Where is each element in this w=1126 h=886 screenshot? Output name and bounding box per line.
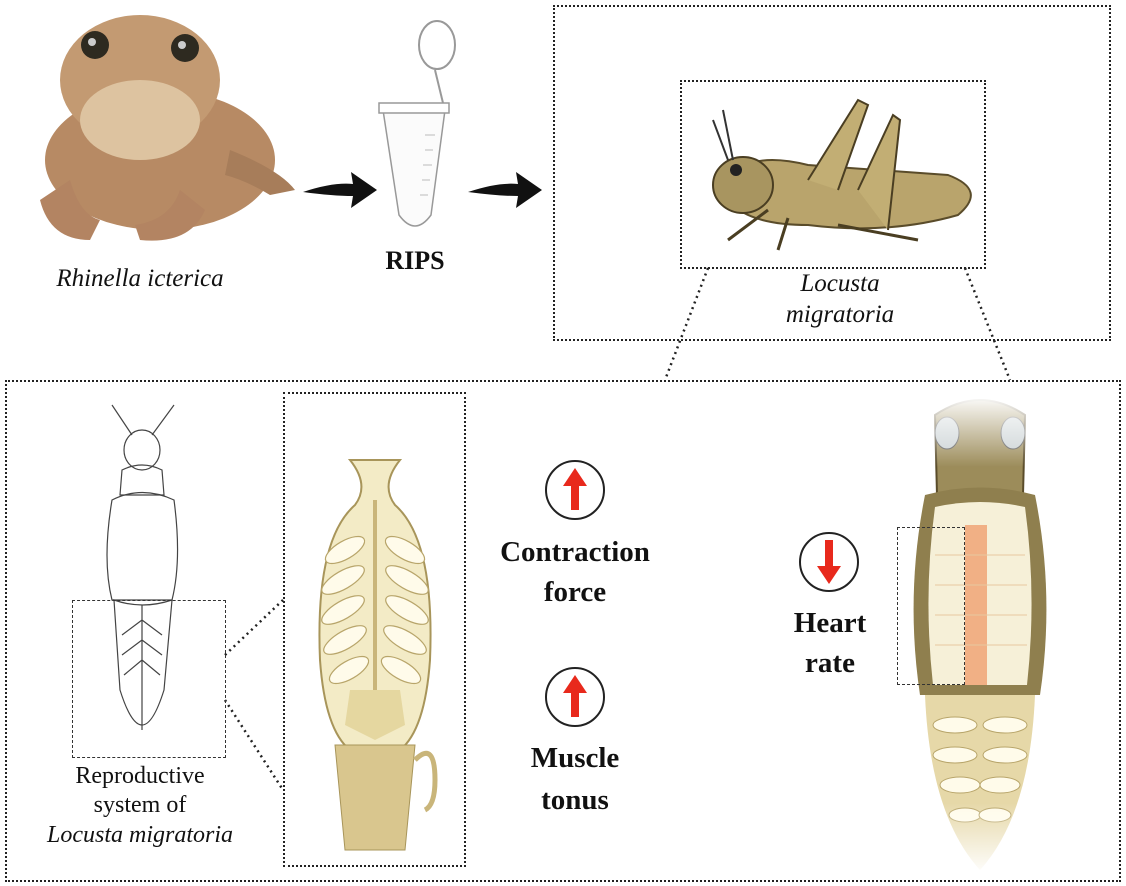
locust-label: Locusta migratoria xyxy=(760,268,920,331)
reproductive-detail-box xyxy=(283,392,466,867)
effect-label-line2: tonus xyxy=(541,784,609,816)
increase-arrow-icon xyxy=(545,667,605,727)
physiology-panel xyxy=(5,380,1121,882)
effect-label-line1: Heart xyxy=(793,607,867,639)
heart-highlight-box xyxy=(897,527,965,685)
toad-label: Rhinella icterica xyxy=(56,265,224,292)
effect-contraction-force: Contraction force xyxy=(470,532,680,612)
locust-illustration xyxy=(712,98,972,251)
effect-label-line1: Contraction xyxy=(500,536,650,568)
flow-arrow-icon xyxy=(303,172,377,208)
toad-illustration xyxy=(40,15,295,241)
increase-arrow-icon xyxy=(545,460,605,520)
locust-panel xyxy=(553,5,1111,341)
flow-arrow-icon xyxy=(468,172,542,208)
reproductive-label-line1: Reproductive xyxy=(75,763,205,789)
reproductive-label-line3: Locusta migratoria xyxy=(46,821,234,848)
effect-muscle-tonus: Muscle tonus xyxy=(470,737,680,821)
locust-outline-illustration xyxy=(106,404,179,730)
decrease-arrow-icon xyxy=(799,532,859,592)
tube-icon xyxy=(378,20,456,227)
tube-label: RIPS xyxy=(385,246,445,275)
effect-label-line2: rate xyxy=(805,647,855,679)
locust-label-line2: migratoria xyxy=(785,301,895,329)
reproductive-highlight-box xyxy=(72,600,226,758)
locust-dorsal-illustration xyxy=(905,395,1055,875)
locust-inset-box xyxy=(680,80,986,269)
reproductive-label-line2: system of xyxy=(93,792,187,819)
reproductive-label: Reproductive system of Locusta migratori… xyxy=(5,762,275,850)
reproductive-system-illustration xyxy=(318,459,438,851)
locust-label-line1: Locusta xyxy=(800,270,880,297)
effect-label-line2: force xyxy=(543,576,607,608)
effect-heart-rate: Heart rate xyxy=(760,603,900,683)
effect-label-line1: Muscle xyxy=(530,742,620,774)
